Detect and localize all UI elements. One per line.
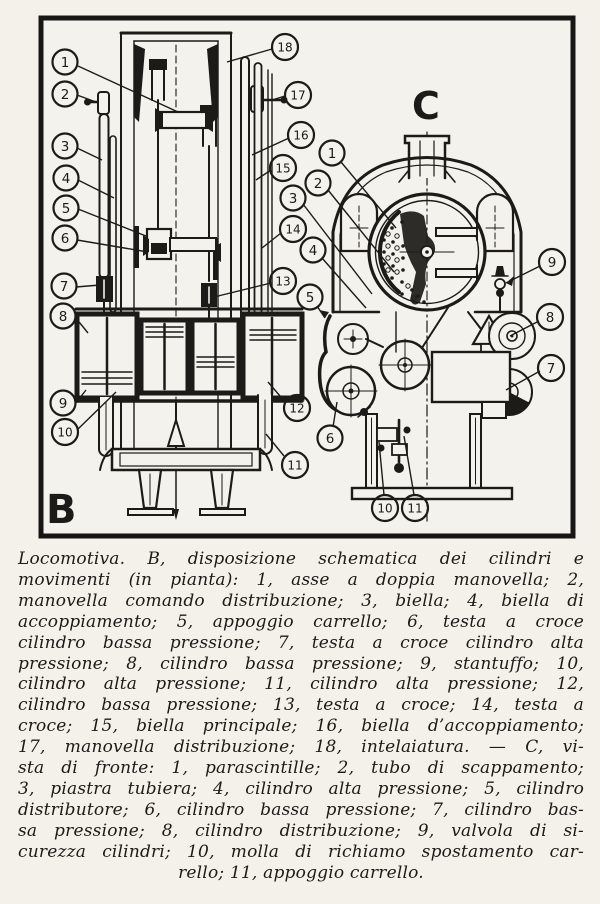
panel-b-drawing — [74, 31, 305, 520]
side-box-right — [475, 192, 515, 253]
rod-principale — [253, 62, 263, 338]
panel-c-drawing — [317, 131, 536, 524]
svg-text:11: 11 — [407, 501, 422, 515]
double-crank-axle — [159, 110, 209, 130]
svg-text:15: 15 — [275, 161, 290, 175]
callout-b-17: 17 — [283, 80, 313, 110]
safety-valve — [495, 266, 505, 276]
figure-plate: 1 2 3 4 5 6 7 8 9 10 11 12 13 14 15 16 1… — [38, 15, 576, 539]
door-hinge-bottom — [435, 268, 478, 278]
callout-b-12: 12 — [282, 393, 312, 423]
callout-c-5: 5 — [296, 283, 324, 311]
caption-line: croce; 15, biella principale; 16, biella… — [18, 716, 584, 737]
svg-text:18: 18 — [277, 40, 292, 54]
callout-b-7: 7 — [50, 272, 78, 300]
svg-text:8: 8 — [546, 310, 555, 326]
svg-text:9: 9 — [59, 396, 68, 412]
callout-c-6: 6 — [316, 424, 344, 452]
caption-line: cilindro alta pressione; 11, cilindro al… — [18, 674, 584, 695]
callout-b-16: 16 — [286, 120, 316, 150]
svg-text:6: 6 — [61, 231, 70, 247]
callout-b-3: 3 — [51, 132, 79, 160]
svg-text:8: 8 — [59, 309, 68, 325]
callout-c-2: 2 — [304, 169, 332, 197]
svg-text:6: 6 — [326, 431, 335, 447]
svg-text:2: 2 — [314, 176, 323, 192]
svg-text:13: 13 — [275, 274, 290, 288]
svg-text:14: 14 — [285, 222, 300, 236]
callout-b-13: 13 — [268, 266, 298, 296]
shadow-blob — [400, 211, 436, 305]
caption-line: pressione; 8, cilindro bassa pressione; … — [18, 653, 584, 674]
leader-lines — [74, 48, 541, 496]
callout-c-1: 1 — [318, 139, 346, 167]
svg-text:3: 3 — [61, 139, 70, 155]
caption-line: accoppiamento; 5, appoggio carrello; 6, … — [18, 611, 584, 632]
callout-c-9: 9 — [537, 247, 567, 277]
callout-b-11: 11 — [280, 450, 310, 480]
caption-line: movimenti (in pianta): 1, asse a doppia … — [18, 569, 584, 590]
caption-line: sa pressione; 8, cilindro distribuzione;… — [18, 820, 584, 841]
caption-line: 3, piastra tubiera; 4, cilindro alta pre… — [18, 778, 584, 799]
callout-b-10: 10 — [50, 417, 80, 447]
callout-b-1: 1 — [51, 48, 79, 76]
caption-line: curezza cilindri; 10, molla di richiamo … — [18, 841, 584, 862]
svg-text:16: 16 — [293, 128, 308, 142]
callout-b-8: 8 — [49, 302, 77, 330]
svg-text:17: 17 — [290, 88, 305, 102]
callout-c-7: 7 — [536, 353, 566, 383]
panel-b-callouts: 1 2 3 4 5 6 7 8 9 10 11 12 13 14 15 16 1… — [49, 32, 316, 480]
svg-text:2: 2 — [61, 87, 70, 103]
callout-b-6: 6 — [51, 224, 79, 252]
callout-c-8: 8 — [535, 302, 565, 332]
callout-b-5: 5 — [52, 194, 80, 222]
caption-line: Locomotiva. B, disposizione schematica d… — [18, 549, 584, 569]
callout-c-4: 4 — [299, 236, 327, 264]
caption-line: 17, manovella distribuzione; 18, intelai… — [18, 737, 584, 758]
caption-line: sta di fronte: 1, parascintille; 2, tubo… — [18, 758, 584, 779]
callout-b-9: 9 — [49, 389, 77, 417]
callout-b-2: 2 — [51, 80, 79, 108]
callout-b-15: 15 — [268, 153, 298, 183]
callout-c-10: 10 — [370, 493, 400, 523]
svg-text:12: 12 — [289, 401, 304, 415]
caption-line: cilindro bassa pressione; 7, testa a cro… — [18, 632, 584, 653]
callout-b-4: 4 — [52, 164, 80, 192]
figure-caption: Locomotiva. B, disposizione schematica d… — [0, 549, 600, 884]
svg-text:5: 5 — [62, 201, 71, 217]
callout-c-11: 11 — [400, 493, 430, 523]
bogie-platform — [110, 447, 262, 472]
caption-line: manovella comando distribuzione; 3, biel… — [18, 590, 584, 611]
svg-text:10: 10 — [57, 425, 72, 439]
caption-line-last: rello; 11, appoggio carrello. — [178, 862, 424, 883]
saddle-block — [430, 350, 512, 404]
svg-text:7: 7 — [60, 279, 69, 295]
svg-text:4: 4 — [309, 243, 318, 259]
callout-b-14: 14 — [278, 214, 308, 244]
callout-c-3: 3 — [279, 184, 307, 212]
panel-b-label: B — [46, 487, 77, 533]
svg-text:1: 1 — [328, 146, 337, 162]
door-hinge-top — [435, 227, 478, 237]
svg-text:3: 3 — [289, 191, 298, 207]
rod-biella — [98, 113, 110, 279]
svg-text:5: 5 — [306, 290, 315, 306]
svg-text:9: 9 — [548, 255, 557, 271]
base-plate — [350, 486, 514, 501]
svg-text:1: 1 — [61, 55, 70, 71]
svg-text:10: 10 — [377, 501, 392, 515]
svg-text:11: 11 — [287, 458, 302, 472]
panel-c-callouts: 1 2 3 4 5 6 7 8 9 10 11 — [279, 139, 567, 523]
boiler-cladding — [331, 156, 523, 314]
panel-c-label: C — [412, 84, 440, 128]
caption-line: cilindro bassa pressione; 13, testa a cr… — [18, 695, 584, 716]
svg-text:4: 4 — [62, 171, 71, 187]
svg-text:7: 7 — [547, 361, 556, 377]
callout-b-18: 18 — [270, 32, 300, 62]
locomotive-figure: 1 2 3 4 5 6 7 8 9 10 11 12 13 14 15 16 1… — [38, 15, 576, 539]
caption-line: distributore; 6, cilindro bassa pression… — [18, 799, 584, 820]
